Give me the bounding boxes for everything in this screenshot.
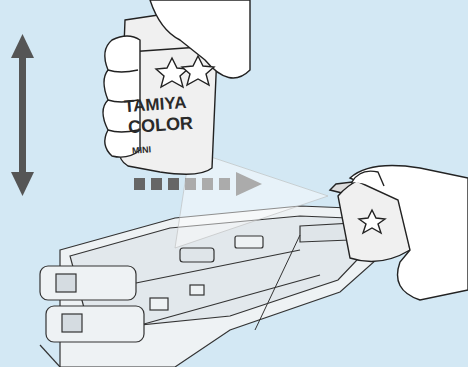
- can-label: TAMIYA: [123, 94, 186, 115]
- up-down-arrow: [11, 34, 34, 196]
- can-label: COLOR: [127, 114, 193, 136]
- can-label: MINI: [132, 145, 152, 155]
- hand-spraying: [330, 166, 468, 300]
- leader-line: [255, 235, 300, 330]
- hand-with-can: [103, 0, 250, 174]
